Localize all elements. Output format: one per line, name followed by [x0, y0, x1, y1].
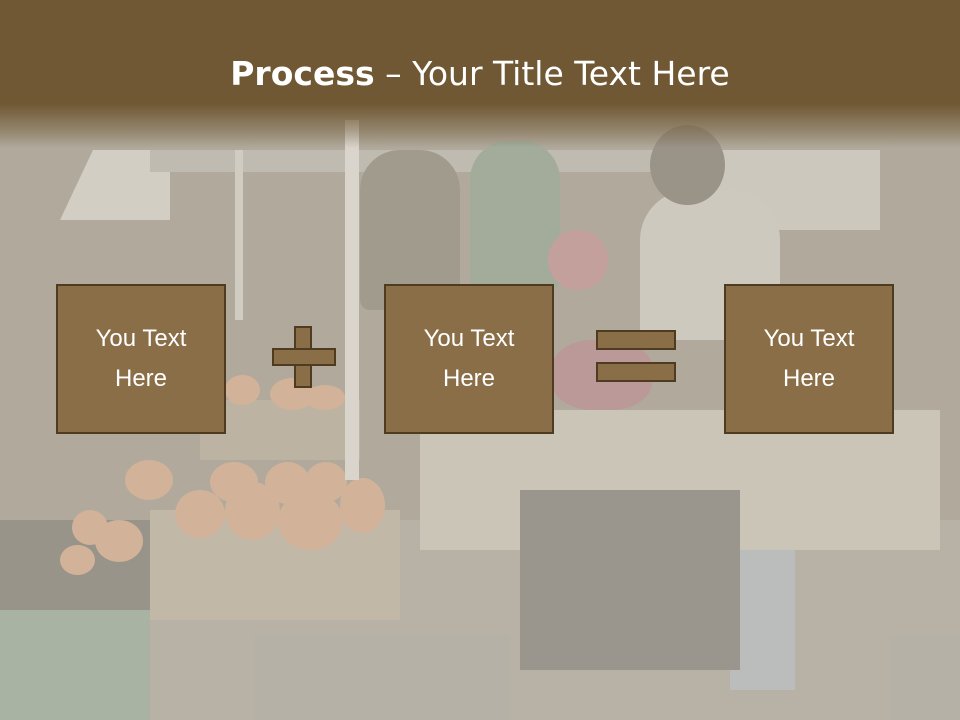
- equals-icon: [596, 330, 676, 386]
- title-bold: Process: [230, 54, 375, 93]
- title-bar: Process – Your Title Text Here: [0, 0, 960, 148]
- step-box-1-label: You Text Here: [95, 325, 187, 392]
- step-box-2[interactable]: You Text Here: [384, 284, 554, 434]
- slide-title[interactable]: Process – Your Title Text Here: [0, 52, 960, 96]
- step-box-2-label: You Text Here: [423, 325, 515, 392]
- step-box-1[interactable]: You Text Here: [56, 284, 226, 434]
- step-box-3-label: You Text Here: [763, 325, 855, 392]
- step-box-3[interactable]: You Text Here: [724, 284, 894, 434]
- title-rest: – Your Title Text Here: [374, 54, 730, 93]
- plus-icon: [272, 326, 336, 390]
